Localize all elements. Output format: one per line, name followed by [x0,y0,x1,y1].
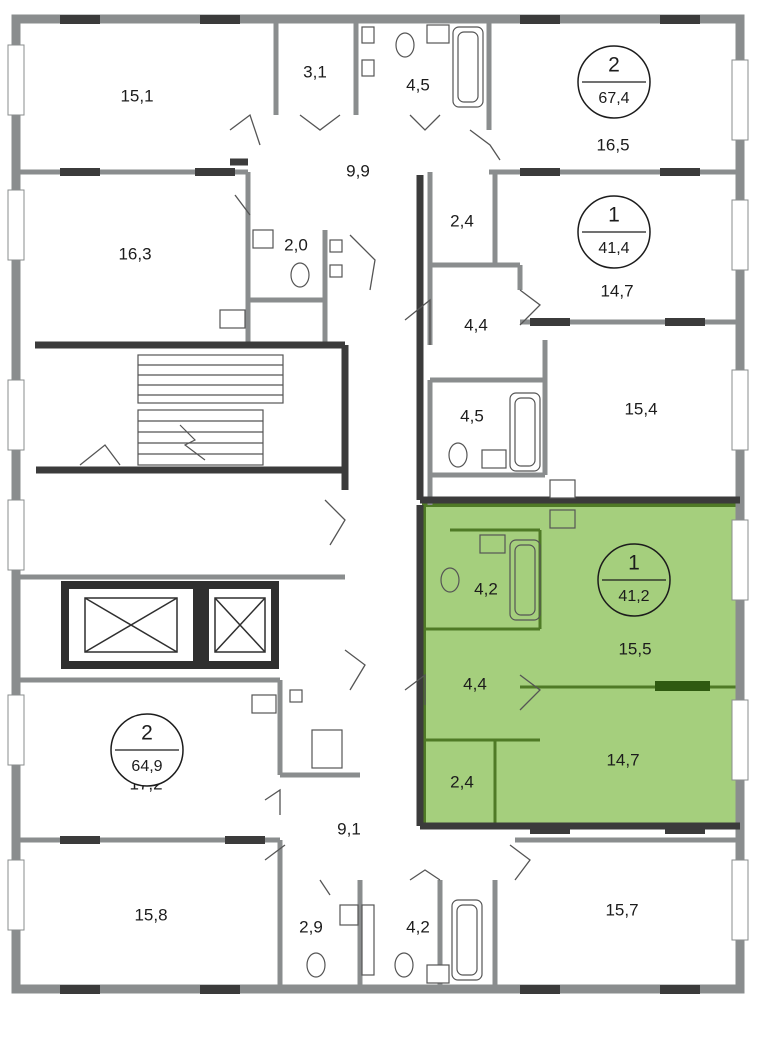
room-label: 15,8 [134,905,167,924]
badge-area: 67,4 [598,90,629,107]
windows [7,44,749,941]
room-label: 4,2 [474,579,498,598]
badge-rooms: 2 [141,722,153,745]
room-label: 15,7 [605,900,638,919]
room-label: 15,1 [120,86,153,105]
room-label: 16,3 [118,244,151,263]
room-label: 14,7 [606,750,639,769]
apartment-badge[interactable]: 1 41,4 [577,195,651,269]
elevator-shafts [61,581,279,669]
badge-rooms: 1 [608,204,620,227]
room-label: 2,9 [299,917,323,936]
badge-area: 64,9 [131,758,162,775]
badge-rooms: 1 [628,552,640,575]
room-label: 9,9 [346,161,370,180]
room-label: 4,4 [463,674,487,693]
badge-area: 41,2 [618,588,649,605]
room-label: 4,5 [460,406,484,425]
room-label: 4,4 [464,315,488,334]
badge-area: 41,4 [598,240,629,257]
apartment-badge[interactable]: 2 64,9 [110,713,184,787]
sanitary-fixtures [219,24,576,984]
apartment-badge[interactable]: 1 41,2 [597,543,671,617]
room-label: 4,5 [406,75,430,94]
room-label: 2,0 [284,235,308,254]
room-label: 15,4 [624,399,657,418]
room-label: 14,7 [600,281,633,300]
room-labels: 15,1 3,1 4,5 16,5 9,9 16,3 2,0 2,4 14,7 … [118,62,657,936]
room-label: 4,2 [406,917,430,936]
room-label: 3,1 [303,62,327,81]
room-label: 15,5 [618,639,651,658]
room-label: 2,4 [450,772,474,791]
badge-rooms: 2 [608,54,620,77]
room-label: 9,1 [337,819,361,838]
room-label: 2,4 [450,211,474,230]
room-label: 16,5 [596,135,629,154]
doors [79,113,541,896]
staircase [137,354,284,466]
wall-marks [60,15,705,994]
apartment-badge[interactable]: 2 67,4 [577,45,651,119]
